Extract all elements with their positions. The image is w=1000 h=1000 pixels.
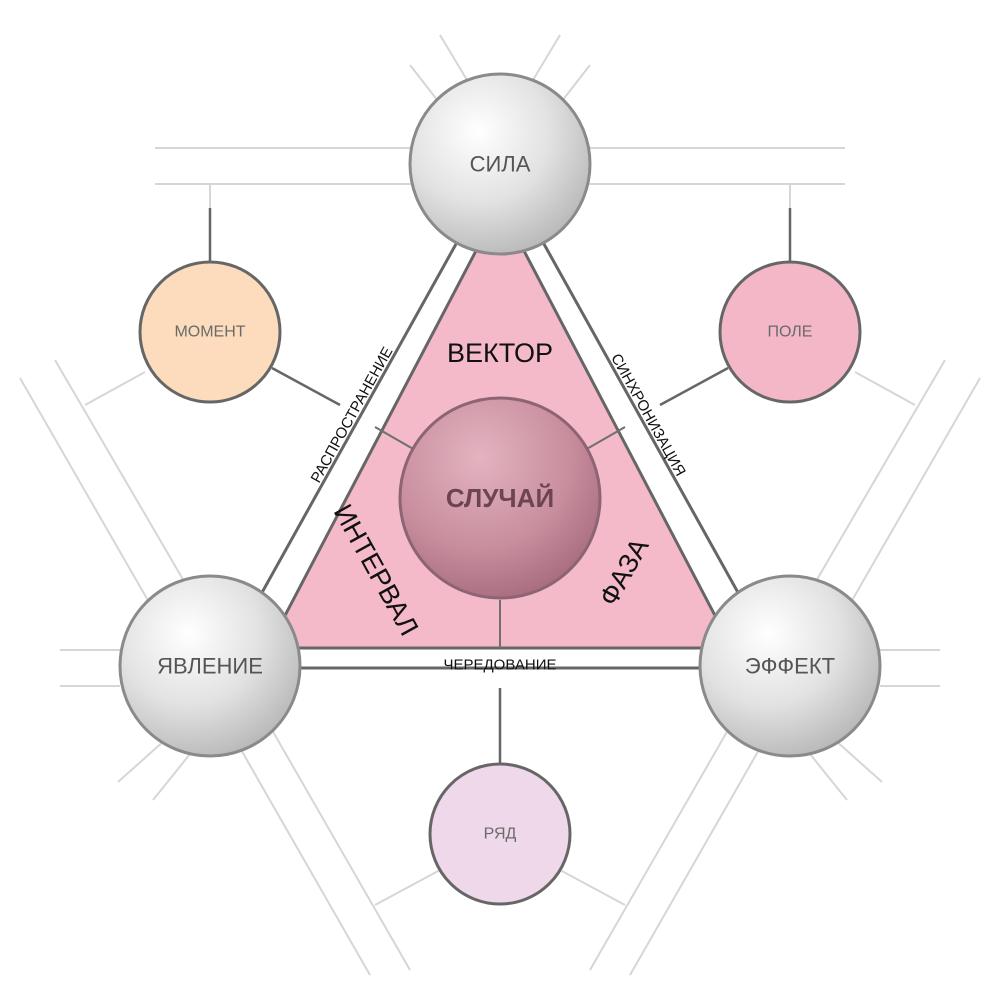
edge-label-bottom: ЧЕРЕДОВАНИЕ (444, 657, 557, 674)
background-lines (19, 34, 981, 976)
satellite-ryad[interactable]: РЯД (428, 762, 572, 906)
center-node-label: СЛУЧАЙ (446, 483, 554, 513)
node-right-label: ЭФФЕКТ (745, 654, 835, 679)
center-node[interactable]: СЛУЧАЙ (398, 396, 602, 600)
satellite-ryad-label: РЯД (484, 826, 517, 843)
satellite-pole-label: ПОЛЕ (768, 324, 813, 341)
satellite-moment[interactable]: МОМЕНТ (138, 260, 282, 404)
center-spokes (374, 426, 626, 648)
node-top-label: СИЛА (470, 152, 531, 177)
inner-label-top: ВЕКТОР (447, 338, 553, 368)
node-top[interactable]: СИЛА (408, 72, 592, 256)
satellite-connectors (208, 208, 792, 765)
node-right[interactable]: ЭФФЕКТ (698, 574, 882, 758)
satellite-moment-label: МОМЕНТ (174, 324, 245, 341)
node-left[interactable]: ЯВЛЕНИЕ (118, 574, 302, 758)
node-left-label: ЯВЛЕНИЕ (157, 654, 263, 679)
satellite-pole[interactable]: ПОЛЕ (718, 260, 862, 404)
